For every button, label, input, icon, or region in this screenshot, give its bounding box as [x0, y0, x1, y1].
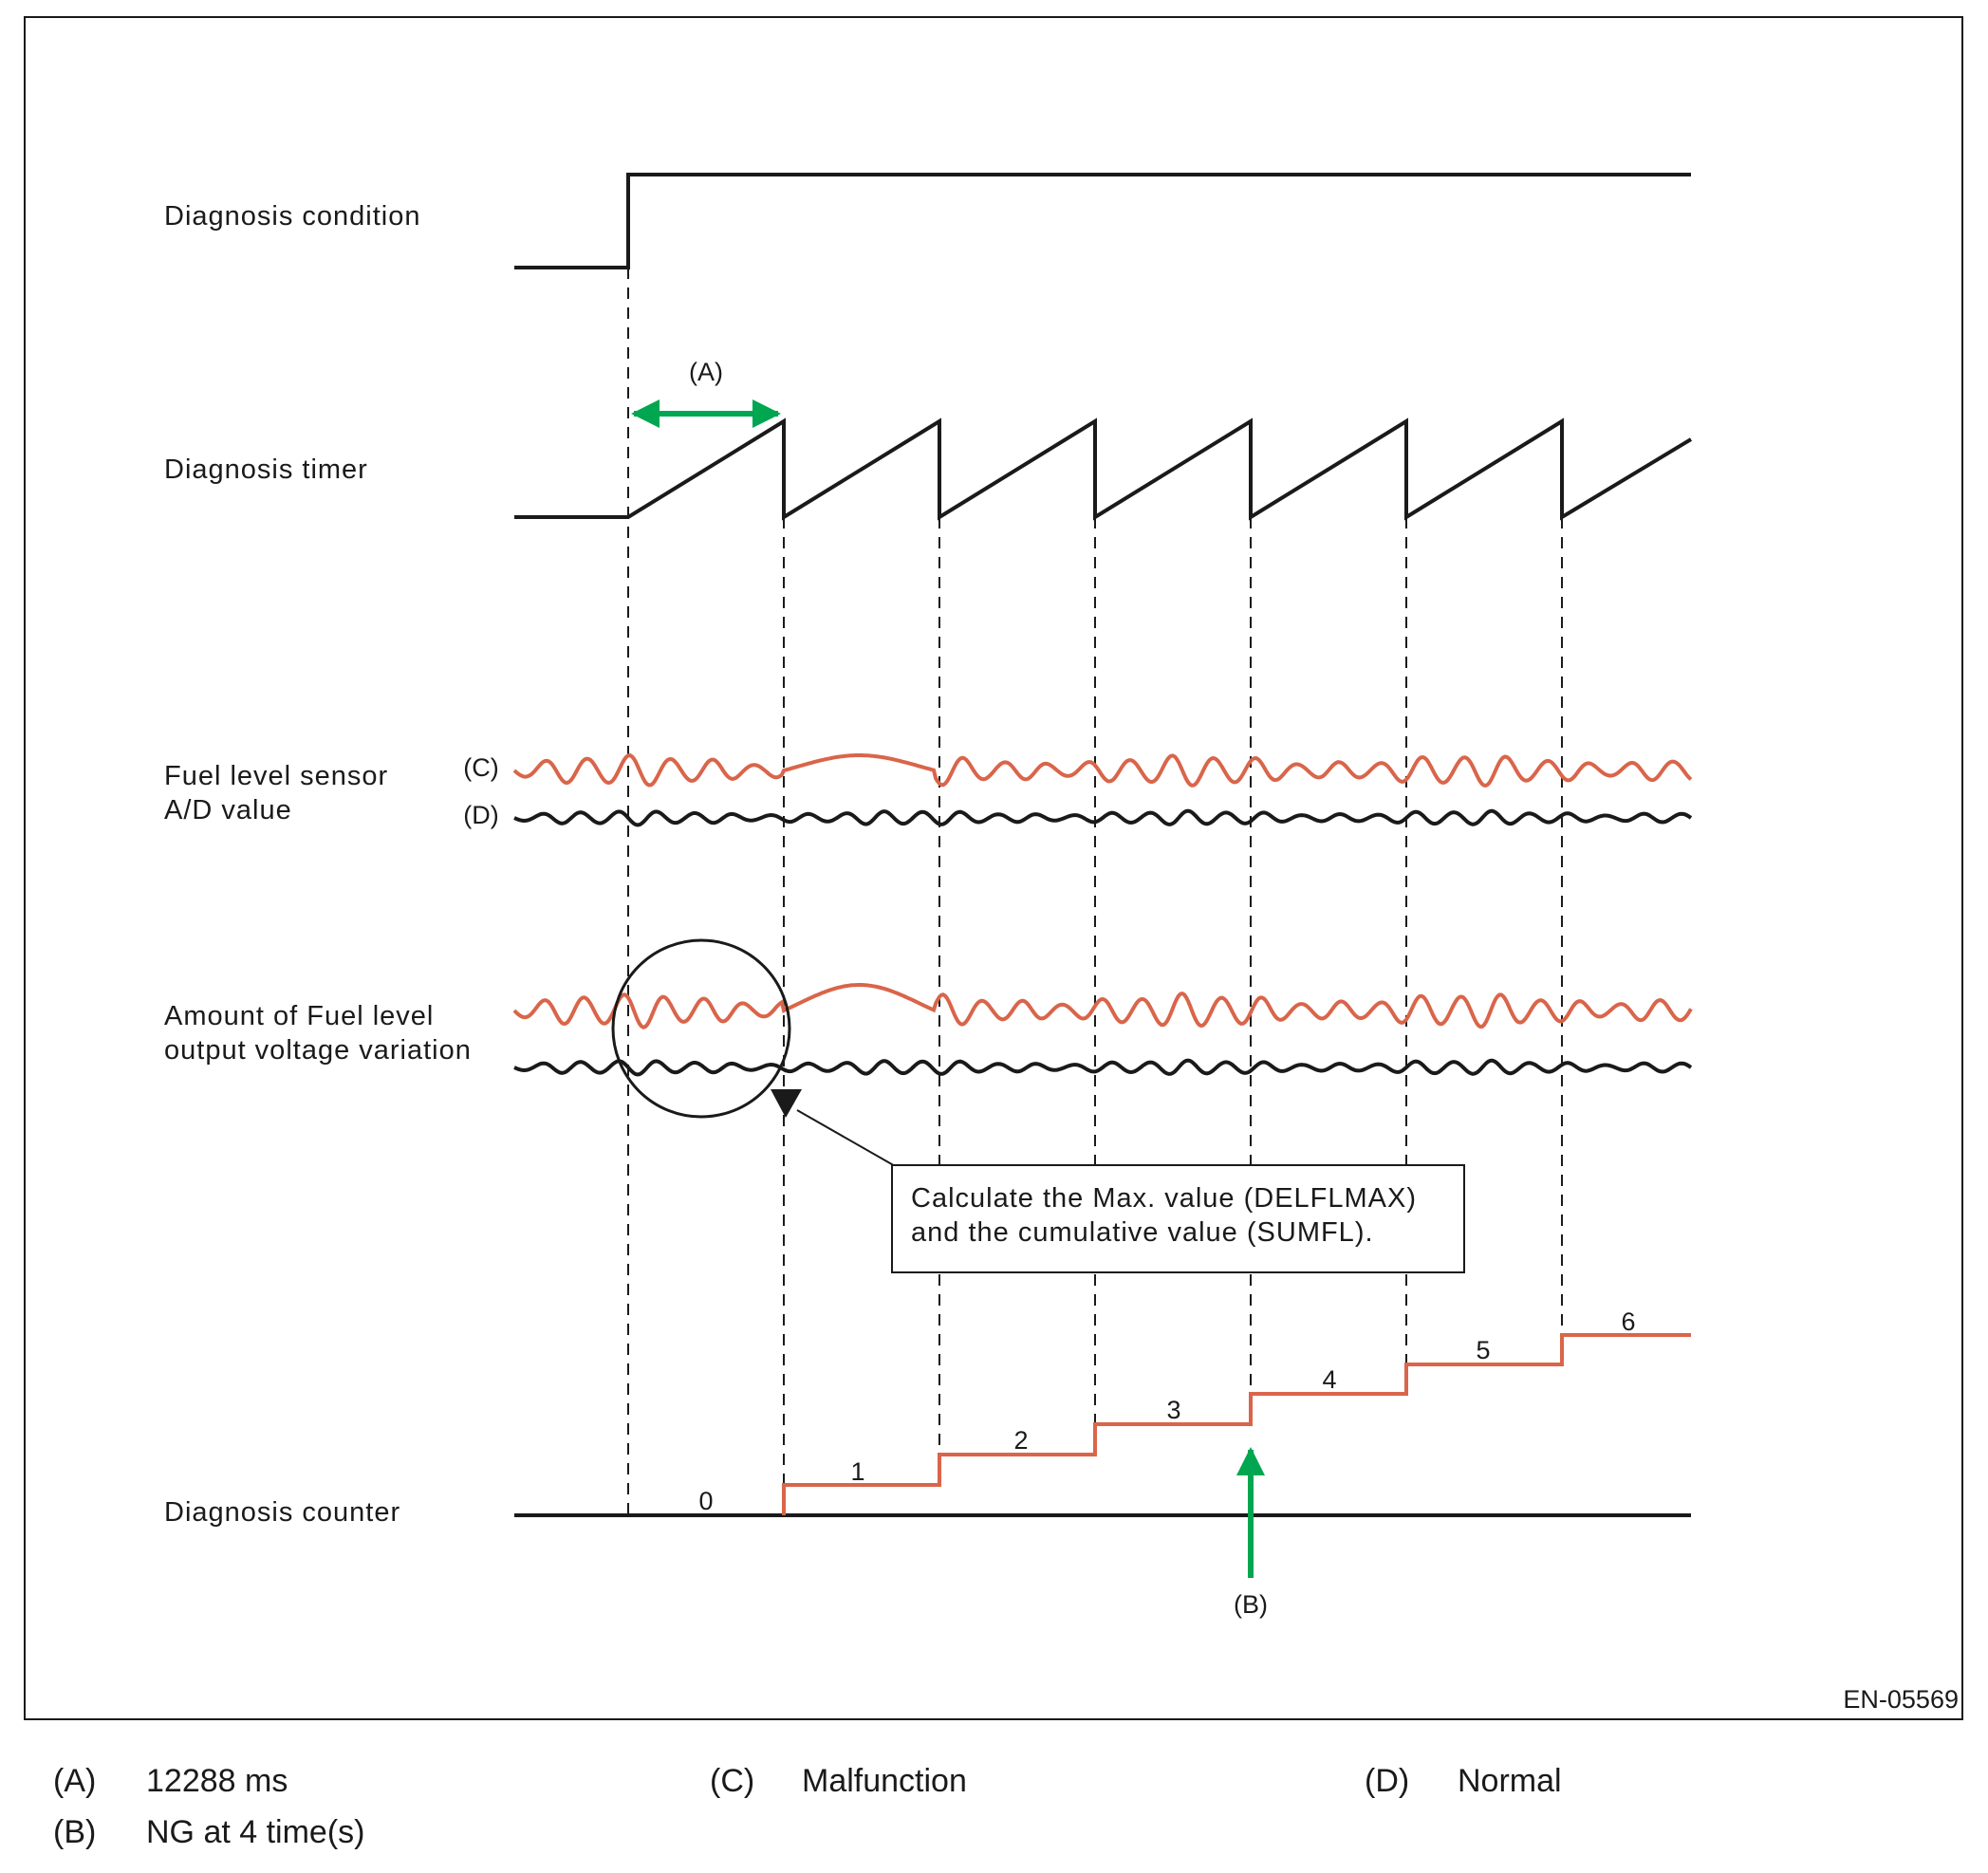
- label-variation-line2: output voltage variation: [164, 1035, 472, 1066]
- counter-value-3: 3: [1166, 1396, 1180, 1424]
- marker-c: (C): [463, 753, 498, 782]
- sensor-malfunction-wave: [512, 753, 1693, 788]
- diagnosis-timer-waveform: [514, 417, 1693, 521]
- counter-value-5: 5: [1476, 1336, 1490, 1364]
- counter-value-2: 2: [1013, 1426, 1028, 1455]
- counter-value-1: 1: [850, 1457, 864, 1486]
- variation-normal-wave: [513, 1058, 1693, 1077]
- legend-a-text: 12288 ms: [146, 1763, 288, 1799]
- highlight-circle: [611, 938, 791, 1119]
- figure-frame: [24, 16, 1963, 1720]
- callout-pointer-arrowhead: [771, 1089, 802, 1118]
- counter-value-0: 0: [698, 1487, 713, 1515]
- legend-b-text: NG at 4 time(s): [146, 1814, 365, 1850]
- figure-code: EN-05569: [1843, 1685, 1959, 1714]
- legend-d-text: Normal: [1458, 1763, 1562, 1799]
- diagnosis-condition-waveform: [514, 173, 1691, 269]
- label-variation-line1: Amount of Fuel level: [164, 1001, 434, 1031]
- callout-text-line2: and the cumulative value (SUMFL).: [911, 1217, 1374, 1248]
- marker-a: (A): [689, 358, 723, 386]
- label-diagnosis-counter: Diagnosis counter: [164, 1497, 400, 1528]
- sensor-normal-wave: [513, 808, 1693, 827]
- label-diagnosis-condition: Diagnosis condition: [164, 201, 420, 232]
- callout-box: [891, 1164, 1465, 1273]
- variation-malfunction-wave: [512, 983, 1693, 1029]
- counter-value-6: 6: [1621, 1307, 1635, 1336]
- callout-text-line1: Calculate the Max. value (DELFLMAX): [911, 1183, 1417, 1214]
- legend-b-key: (B): [53, 1814, 97, 1850]
- legend-d-key: (D): [1365, 1763, 1410, 1799]
- label-diagnosis-timer: Diagnosis timer: [164, 454, 368, 485]
- legend-c-text: Malfunction: [802, 1763, 967, 1799]
- counter-value-4: 4: [1322, 1365, 1336, 1394]
- callout-pointer-line: [796, 1109, 898, 1168]
- marker-b: (B): [1234, 1590, 1268, 1619]
- label-fuel-sensor-line1: Fuel level sensor: [164, 761, 388, 791]
- marker-d: (D): [463, 801, 498, 829]
- counter-staircase: [782, 1333, 1691, 1515]
- legend-c-key: (C): [710, 1763, 755, 1799]
- label-fuel-sensor-line2: A/D value: [164, 795, 292, 825]
- legend-a-key: (A): [53, 1763, 97, 1799]
